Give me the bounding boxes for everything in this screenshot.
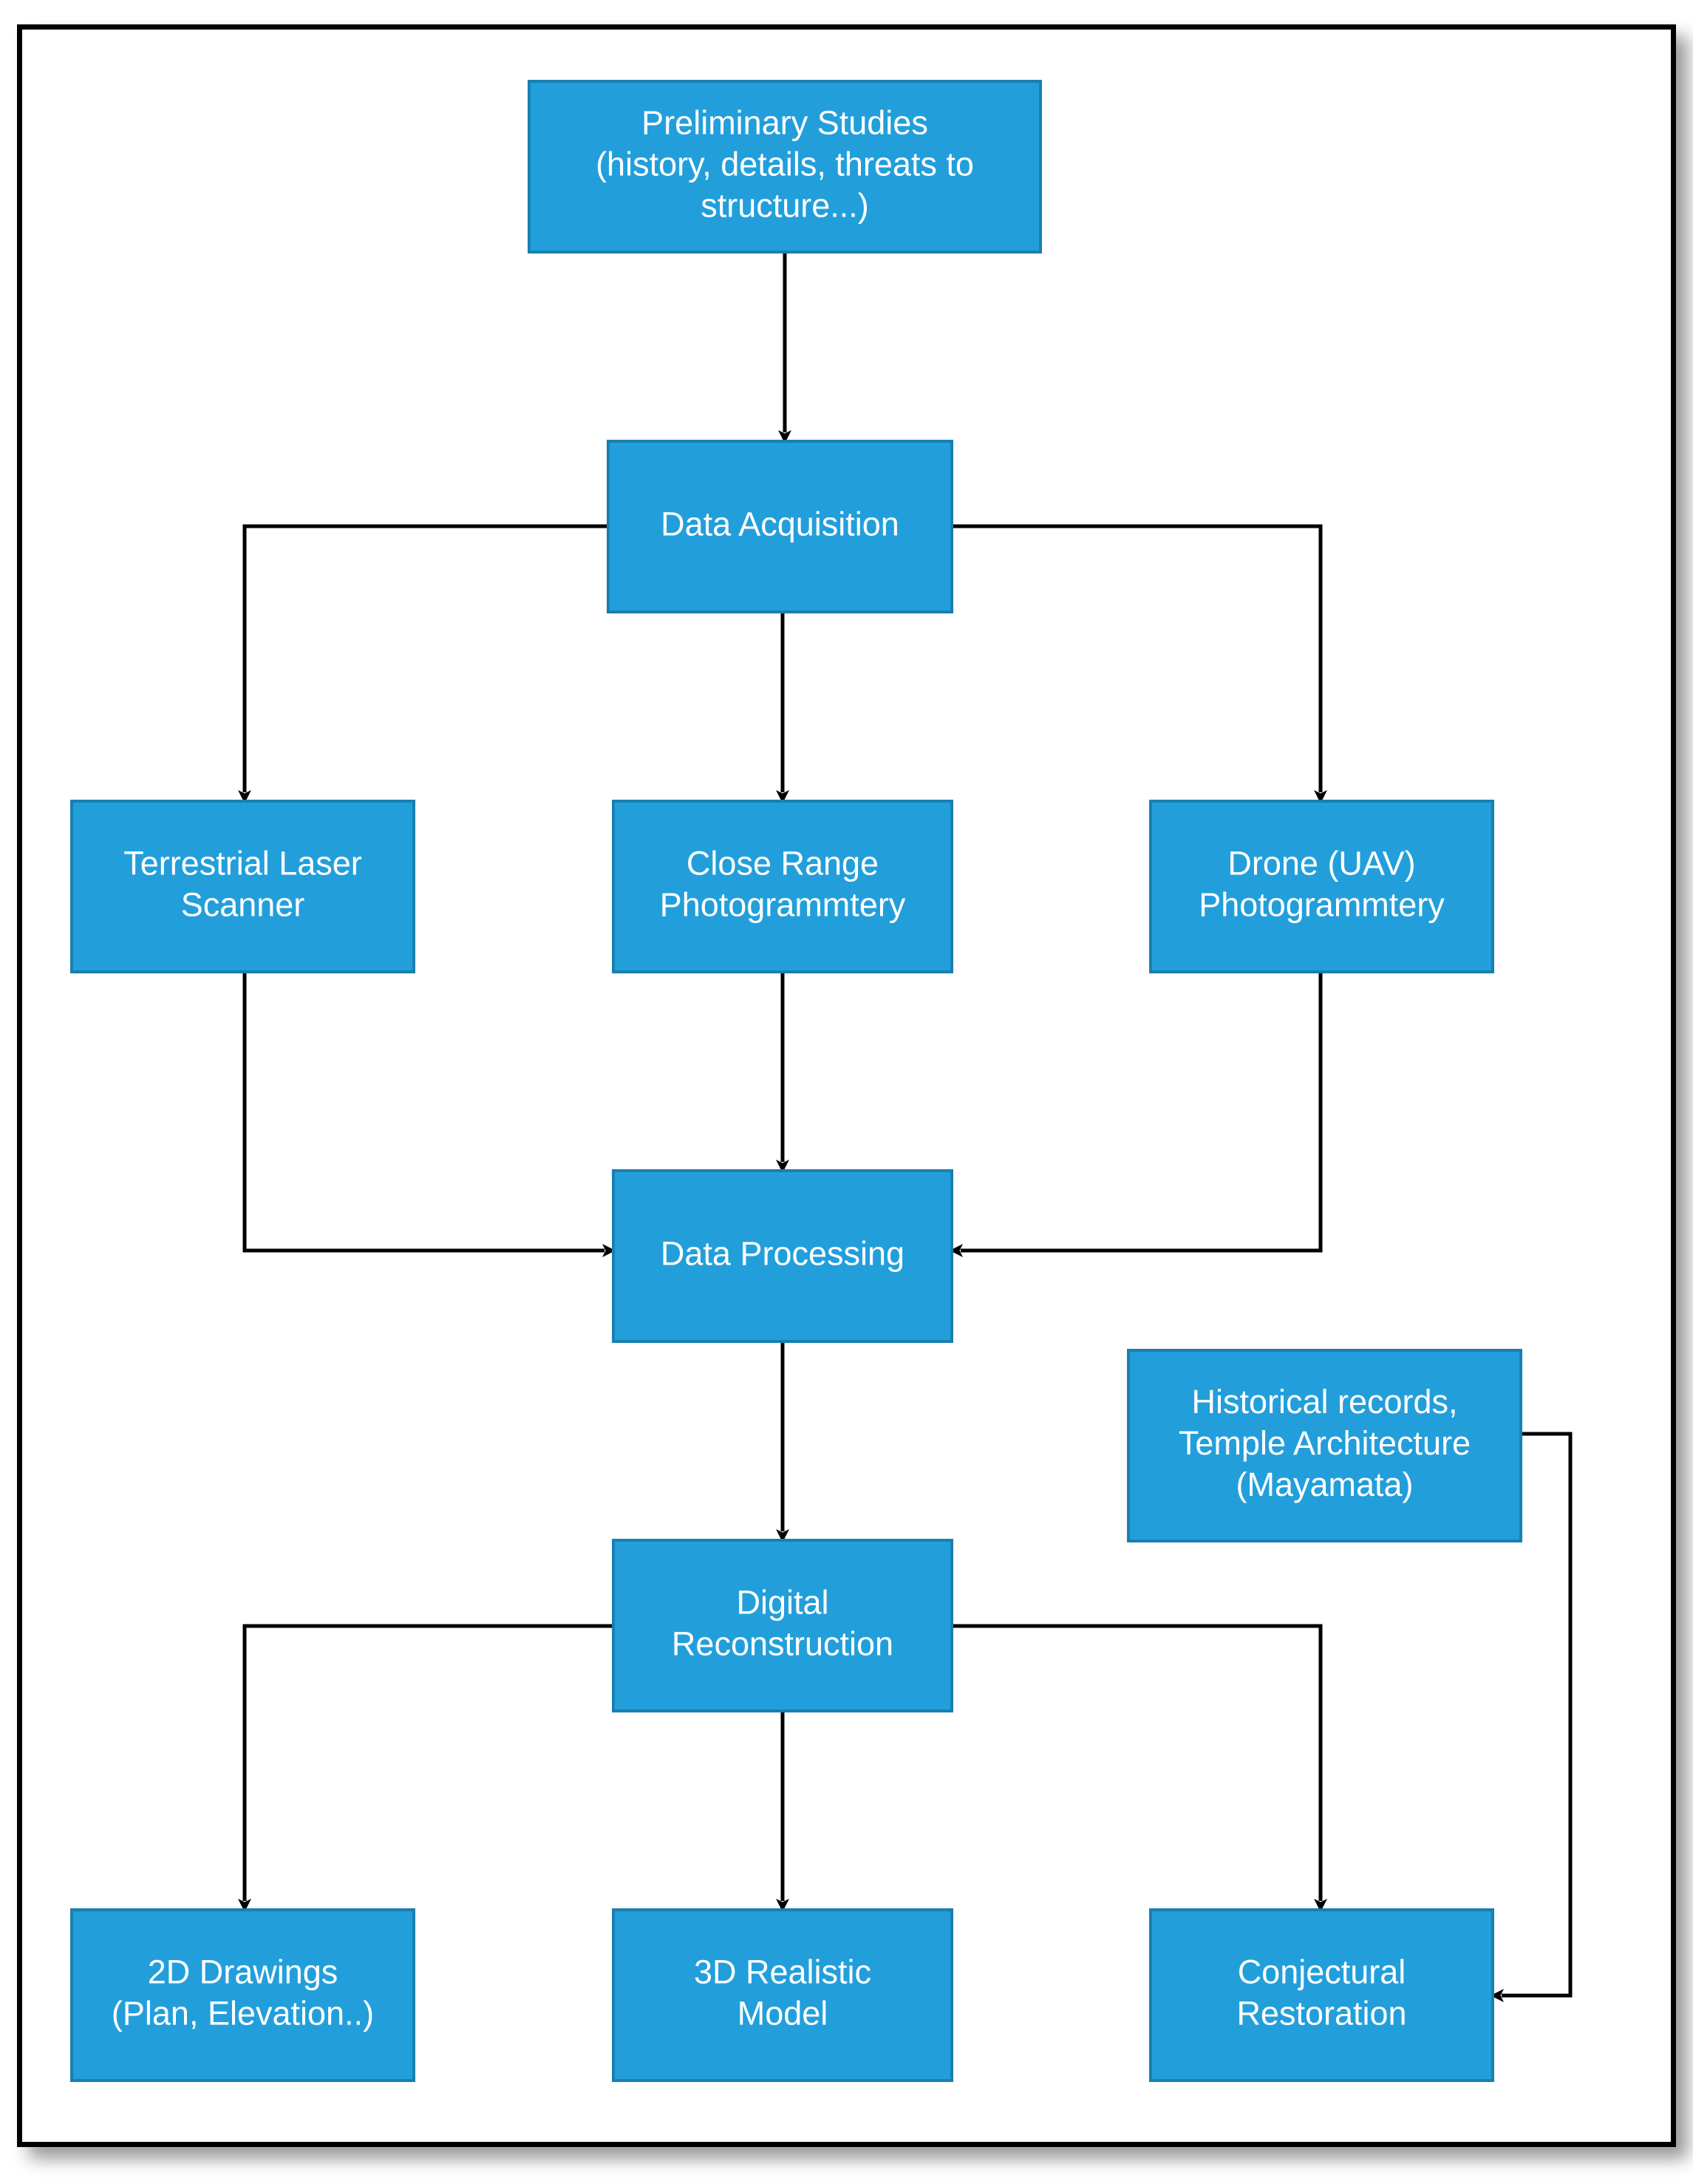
node-label-line: Photogrammtery: [1199, 885, 1445, 923]
node-box: [1149, 1908, 1494, 2082]
node-box: [70, 1908, 415, 2082]
node-preliminary-studies[interactable]: Preliminary Studies (history, details, th…: [528, 80, 1042, 254]
node-label-line: Preliminary Studies: [641, 103, 928, 141]
node-label-line: (Mayamata): [1236, 1466, 1413, 1503]
node-data-acquisition[interactable]: Data Acquisition: [607, 440, 953, 613]
node-label-line: (history, details, threats to: [596, 145, 974, 183]
node-box: [607, 440, 953, 613]
node-box: [612, 1539, 953, 1712]
node-box: [612, 800, 953, 973]
node-label-line: Drone (UAV): [1227, 844, 1415, 882]
node-label-line: Scanner: [181, 885, 305, 923]
edge-tls-to-processing: [242, 971, 616, 1257]
edge-drone-to-processing: [950, 971, 1323, 1257]
node-layer: Preliminary Studies (history, details, th…: [70, 80, 1522, 2082]
node-box: [1149, 800, 1494, 973]
node-box: [1127, 1349, 1522, 1542]
node-label-line: Data Processing: [661, 1234, 905, 1272]
edge-reconstruction-to-2d-drawings: [238, 1624, 613, 1912]
node-label-line: Photogrammtery: [660, 885, 906, 923]
edge-acquisition-to-drone: [952, 524, 1327, 803]
node-label-line: Conjectural: [1238, 1953, 1406, 1990]
node-box: [70, 800, 415, 973]
edge-reconstruction-to-conjectural: [952, 1624, 1327, 1912]
node-label-line: (Plan, Elevation..): [112, 1994, 374, 2032]
node-box: [528, 80, 1042, 254]
node-drone-uav-photogrammtery[interactable]: Drone (UAV)Photogrammtery: [1149, 800, 1494, 973]
node-label-line: structure...): [701, 186, 869, 224]
node-label-line: Terrestrial Laser: [123, 844, 362, 882]
node-label-line: Restoration: [1236, 1994, 1406, 2032]
node-label-line: Digital: [736, 1583, 828, 1621]
edge-historical-to-conjectural: [1491, 1432, 1573, 2002]
node-2d-drawings[interactable]: 2D Drawings (Plan, Elevation..): [70, 1908, 415, 2082]
node-label-line: Reconstruction: [672, 1625, 893, 1662]
node-box: [612, 1169, 953, 1343]
node-label-line: Historical records,: [1191, 1383, 1457, 1421]
node-label-line: Model: [738, 1994, 828, 2032]
node-label-line: 2D Drawings: [148, 1953, 338, 1990]
node-box: [612, 1908, 953, 2082]
node-label-line: 3D Realistic: [694, 1953, 871, 1990]
edge-layer: [238, 252, 1573, 2002]
node-label-line: Temple Architecture: [1179, 1424, 1471, 1462]
edge-acquisition-to-tls: [238, 524, 608, 803]
node-data-processing[interactable]: Data Processing: [612, 1169, 953, 1343]
node-label-line: Close Range: [687, 844, 879, 882]
node-historical-records[interactable]: Historical records,Temple Architecture (M…: [1127, 1349, 1522, 1542]
diagram-frame: [17, 24, 1676, 2147]
node-label-line: Data Acquisition: [661, 505, 899, 542]
